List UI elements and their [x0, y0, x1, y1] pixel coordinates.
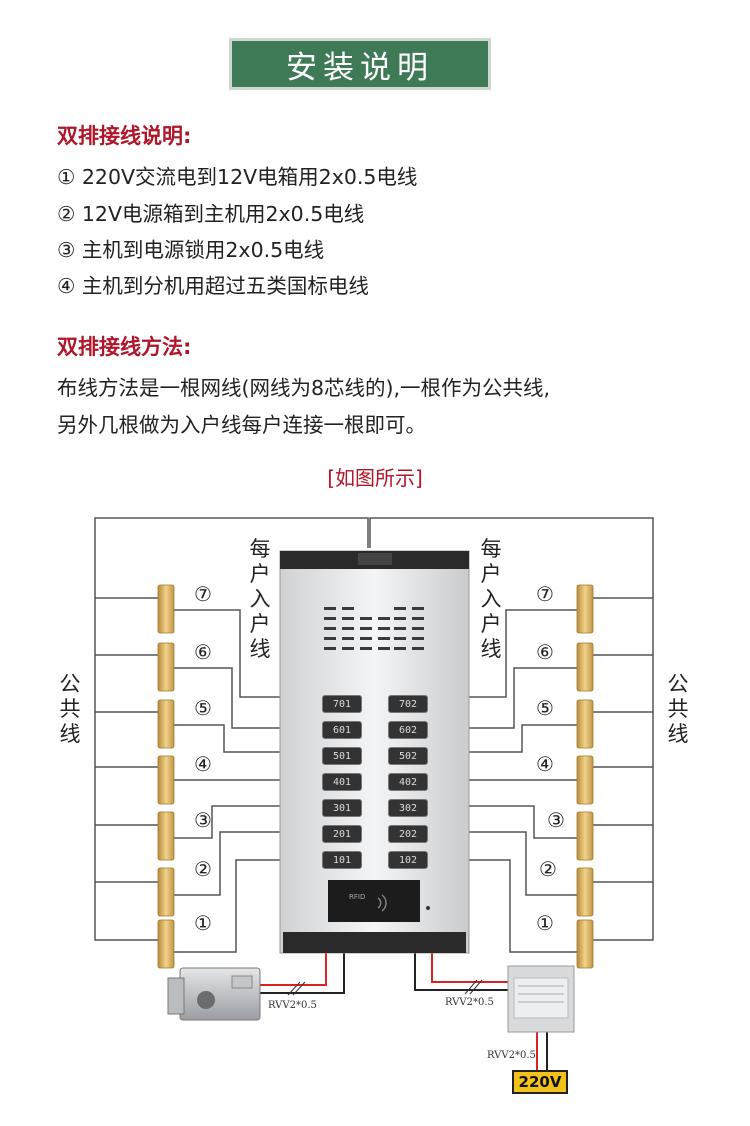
lock-wire-spec: RVV2*0.5	[268, 1000, 317, 1011]
right-number-4: ④	[536, 752, 554, 776]
section1-item-3: ③ 主机到电源锁用2x0.5电线	[57, 238, 325, 262]
section1-item-2: ② 12V电源箱到主机用2x0.5电线	[57, 202, 365, 226]
left-number-2: ②	[194, 857, 212, 881]
right-number-1: ①	[536, 911, 554, 935]
left-house-wire-label: 每户入户线	[249, 537, 271, 661]
power-cables	[255, 950, 548, 1070]
mains-voltage-label: 220V	[512, 1070, 568, 1094]
call-key-302: 302	[388, 799, 428, 817]
page-title-box: 安装说明	[229, 38, 491, 90]
call-key-301: 301	[322, 799, 362, 817]
right-common-wire-label: 公共线	[667, 672, 689, 746]
call-key-102: 102	[388, 851, 428, 869]
call-key-101: 101	[322, 851, 362, 869]
call-key-201: 201	[322, 825, 362, 843]
section1-heading: 双排接线说明:	[57, 124, 192, 148]
call-key-602: 602	[388, 721, 428, 739]
door-station-unit	[279, 550, 470, 954]
power-supply-box	[507, 965, 575, 1033]
mains-wire-spec: RVV2*0.5	[487, 1050, 536, 1061]
rfid-reader	[328, 880, 420, 922]
speaker-grille	[324, 607, 424, 650]
call-key-701: 701	[322, 695, 362, 713]
call-key-501: 501	[322, 747, 362, 765]
right-number-2: ②	[539, 857, 557, 881]
call-key-702: 702	[388, 695, 428, 713]
call-key-601: 601	[322, 721, 362, 739]
section1-item-4: ④ 主机到分机用超过五类国标电线	[57, 274, 369, 298]
call-key-401: 401	[322, 773, 362, 791]
left-number-1: ①	[194, 911, 212, 935]
left-common-wire-label: 公共线	[59, 672, 81, 746]
page-title: 安装说明	[286, 49, 434, 86]
right-number-7: ⑦	[536, 582, 554, 606]
right-number-6: ⑥	[536, 640, 554, 664]
electric-lock	[167, 967, 261, 1021]
rfid-label: RFID	[349, 893, 366, 901]
left-number-6: ⑥	[194, 640, 212, 664]
left-number-7: ⑦	[194, 582, 212, 606]
diagram-caption: [如图所示]	[327, 466, 423, 490]
section2-line-2: 另外几根做为入户线每户连接一根即可。	[57, 413, 426, 437]
left-number-5: ⑤	[194, 696, 212, 720]
section2-line-1: 布线方法是一根网线(网线为8芯线的),一根作为公共线,	[57, 376, 551, 400]
indoor-handsets	[157, 584, 594, 969]
right-number-5: ⑤	[536, 696, 554, 720]
right-house-wire-label: 每户入户线	[480, 537, 502, 661]
call-key-502: 502	[388, 747, 428, 765]
call-key-202: 202	[388, 825, 428, 843]
power-wire-spec: RVV2*0.5	[445, 997, 494, 1008]
call-key-402: 402	[388, 773, 428, 791]
left-number-4: ④	[194, 752, 212, 776]
left-number-3: ③	[194, 808, 212, 832]
section2-heading: 双排接线方法:	[57, 335, 192, 359]
section1-item-1: ① 220V交流电到12V电箱用2x0.5电线	[57, 165, 418, 189]
right-number-3: ③	[547, 808, 565, 832]
